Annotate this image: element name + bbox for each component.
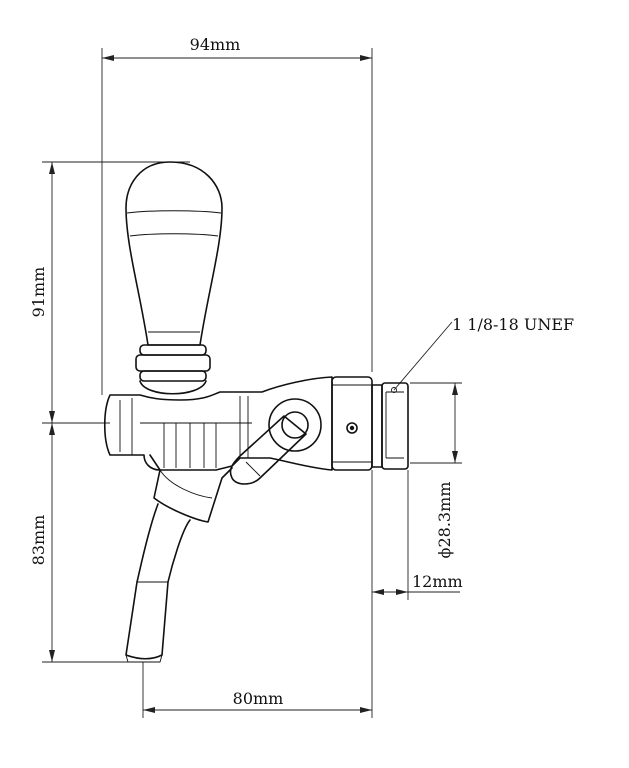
arrow-head <box>360 707 372 713</box>
handle-knob <box>125 161 223 346</box>
arrow-head <box>49 650 55 662</box>
tap-body <box>103 376 333 485</box>
spout-bracket-inner <box>159 469 213 499</box>
spout-tip <box>125 654 163 663</box>
pivot-ring-outer <box>268 398 322 452</box>
thread-leader-line <box>393 321 453 391</box>
arrow-head <box>49 162 55 174</box>
spout-bracket <box>149 454 233 523</box>
dimension-labels: 94mm 91mm 83mm 80mm 1 1/8-18 UNEF ϕ28.3m… <box>29 35 574 708</box>
spout <box>125 454 233 663</box>
coupling <box>331 376 409 471</box>
arrow-head <box>372 589 384 595</box>
label-94mm: 94mm <box>190 35 241 54</box>
label-91mm: 91mm <box>29 267 48 318</box>
label-83mm: 83mm <box>29 515 48 566</box>
label-thread-diameter: ϕ28.3mm <box>435 482 454 559</box>
arrow-head <box>452 451 458 463</box>
label-80mm: 80mm <box>233 689 284 708</box>
spout-tube <box>125 503 191 660</box>
handle-band-line <box>129 233 219 237</box>
handle-collar-bottom <box>139 370 207 382</box>
thread-shank <box>381 382 409 470</box>
coupling-screw-center <box>349 425 355 431</box>
arrow-head <box>396 589 408 595</box>
tap-handle <box>125 161 223 395</box>
handle-collar-top <box>139 344 207 356</box>
body-shell <box>103 376 333 471</box>
coupling-screw <box>346 422 358 434</box>
arrow-head <box>143 707 155 713</box>
arrow-head <box>360 55 372 61</box>
thread-leader-dot <box>391 387 397 393</box>
arrow-head <box>102 55 114 61</box>
arrow-head <box>49 423 55 435</box>
flow-lever-edge <box>245 461 261 477</box>
thread-collar <box>371 384 383 468</box>
handle-collar-mid <box>135 354 211 372</box>
flow-lever[interactable] <box>229 415 307 485</box>
handle-band-line <box>126 210 222 214</box>
handle-collar-base <box>139 380 207 395</box>
label-thread-spec: 1 1/8-18 UNEF <box>452 315 574 334</box>
label-12mm: 12mm <box>412 572 463 591</box>
arrow-head <box>452 383 458 395</box>
dimension-lines <box>42 48 462 718</box>
arrow-head <box>49 411 55 423</box>
pivot-ring-inner <box>281 411 309 439</box>
